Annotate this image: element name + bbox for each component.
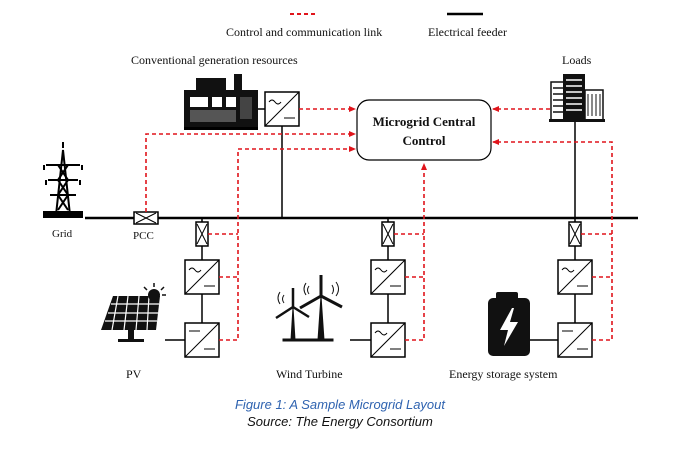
converter-icon bbox=[557, 322, 593, 358]
breaker-icon bbox=[195, 221, 209, 247]
generator-icon bbox=[184, 74, 258, 130]
pv-branch bbox=[165, 218, 220, 358]
building-icon bbox=[549, 74, 605, 122]
conventional-label: Conventional generation resources bbox=[131, 53, 298, 67]
figure-source: Source: The Energy Consortium bbox=[247, 414, 433, 429]
legend-feeder-label: Electrical feeder bbox=[428, 25, 507, 39]
solar-panel-icon bbox=[101, 283, 166, 342]
control-links bbox=[145, 106, 613, 341]
mcc-title-line1: Microgrid Central bbox=[373, 114, 476, 129]
loads-label: Loads bbox=[562, 53, 592, 67]
converter-icon bbox=[557, 259, 593, 295]
diagram-canvas: Control and communication link Electrica… bbox=[43, 12, 638, 381]
legend: Control and communication link Electrica… bbox=[226, 12, 507, 39]
ess-label: Energy storage system bbox=[449, 367, 558, 381]
mcc-title-line2: Control bbox=[402, 133, 445, 148]
microgrid-central-control: Microgrid Central Control bbox=[356, 99, 492, 161]
breaker-icon bbox=[133, 211, 159, 225]
pcc-label: PCC bbox=[133, 230, 154, 242]
wind-branch bbox=[350, 218, 406, 358]
grid-label: Grid bbox=[52, 228, 73, 240]
converter-icon bbox=[370, 322, 406, 358]
ess-branch bbox=[530, 218, 593, 358]
figure-caption: Figure 1: A Sample Microgrid Layout bbox=[234, 397, 446, 412]
battery-icon bbox=[488, 292, 530, 356]
converter-icon bbox=[184, 322, 220, 358]
transmission-tower-icon bbox=[43, 142, 83, 218]
pv-label: PV bbox=[126, 367, 142, 381]
breaker-icon bbox=[568, 221, 582, 247]
converter-icon bbox=[370, 259, 406, 295]
wind-label: Wind Turbine bbox=[276, 367, 343, 381]
legend-control-label: Control and communication link bbox=[226, 25, 382, 39]
converter-icon bbox=[184, 259, 220, 295]
breaker-icon bbox=[381, 221, 395, 247]
converter-icon bbox=[264, 91, 300, 127]
wind-turbine-icon bbox=[275, 275, 343, 342]
